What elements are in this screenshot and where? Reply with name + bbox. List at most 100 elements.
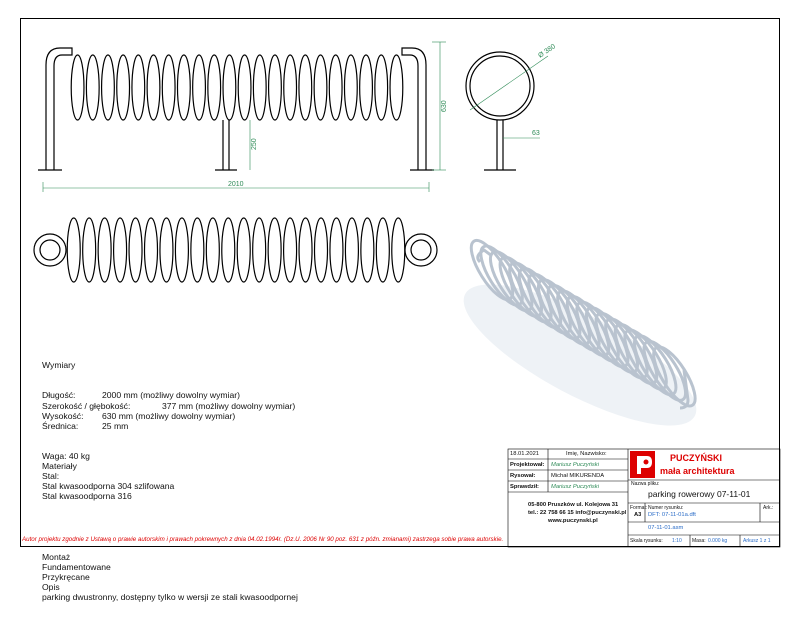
- top-right-ring-inner: [410, 239, 432, 261]
- note-line: Stal kwasoodporna 316: [42, 491, 132, 502]
- name-column-label: Imię, Nazwisko:: [566, 451, 607, 457]
- coil-turn: [236, 217, 251, 283]
- brand-name: PUCZYŃSKI: [670, 453, 723, 463]
- coil-3d: [469, 238, 697, 408]
- description-notes: Wymiary Długość:2000 mm (możliwy dowolny…: [42, 340, 298, 623]
- coil-turn: [66, 217, 81, 283]
- drawing-number-label: Numer rysunku:: [648, 505, 684, 511]
- coil-turn: [313, 217, 329, 283]
- coil-turn: [374, 54, 389, 121]
- coil-turn: [85, 54, 100, 121]
- right-leg: [401, 47, 427, 170]
- coil-turn: [70, 54, 85, 121]
- coil-turn: [82, 217, 97, 283]
- render-3d: [463, 238, 697, 426]
- render-left-end: [476, 248, 493, 264]
- spec-label: Średnica:: [42, 420, 79, 431]
- coil-turn: [391, 217, 406, 283]
- mass-label: Masa:: [692, 538, 706, 544]
- coil-turn: [207, 54, 222, 121]
- side-dimensions: [469, 55, 549, 139]
- coil-turn: [190, 217, 205, 283]
- coil-turn: [222, 54, 237, 121]
- coil-turn: [221, 217, 236, 283]
- diameter-dim: Ø 380: [537, 43, 557, 60]
- note-line: Waga: 40 kg: [42, 451, 90, 462]
- diameter-dim-line: [469, 55, 549, 111]
- note-line: Opis: [42, 582, 60, 593]
- sheet-count: Arkusz 1 z 1: [743, 538, 771, 544]
- coil-turn: [267, 54, 282, 121]
- top-view: [33, 217, 438, 283]
- coil-turn: [343, 54, 358, 121]
- drafter-role: Rysował:: [510, 473, 536, 479]
- technical-drawing: 2010 630 250 Ø 380 63: [33, 41, 781, 548]
- coil-turn: [143, 217, 159, 283]
- address-line-2: tel.: 22 758 66 15 info@puczynski.pl: [528, 510, 627, 516]
- scale-value: 1:10: [672, 538, 682, 544]
- coil-turn: [298, 54, 313, 121]
- offset-dim: 63: [532, 130, 540, 137]
- coil-turn: [100, 54, 115, 121]
- note-line: Montaż: [42, 551, 71, 562]
- scale-label: Skala rysunku:: [630, 538, 663, 544]
- spec-row: Długość:2000 mm (możliwy dowolny wymiar): [42, 390, 298, 400]
- drafter-name: Michał MIKURENDA: [551, 473, 605, 479]
- coil-turn: [97, 217, 112, 283]
- spec-value: 630 mm (możliwy dowolny wymiar): [102, 410, 236, 421]
- sheet-border: [20, 18, 780, 547]
- coil-turn: [328, 54, 343, 121]
- coil-turn: [283, 54, 298, 121]
- checker-name: Mariusz Puczyński: [551, 484, 599, 490]
- coil-turn: [283, 217, 298, 283]
- coil-turn: [252, 54, 267, 121]
- coil-turn: [389, 54, 404, 121]
- post-height-dim: 250: [251, 138, 258, 150]
- sheet-label: Ark.:: [763, 505, 774, 511]
- note-line: Stal kwasoodporna 304 szlifowana: [42, 481, 175, 492]
- drawing-sheet: 2010 630 250 Ø 380 63: [20, 18, 781, 602]
- drawing-number: DFT: 07-11-01a.dft: [648, 512, 696, 518]
- coil-turn: [360, 217, 375, 283]
- side-view: [465, 51, 535, 171]
- coil-turn: [329, 217, 344, 283]
- coil-top: [66, 217, 406, 283]
- brand-tagline: mała architektura: [660, 466, 735, 476]
- coil-turn: [176, 54, 191, 121]
- coil-turn: [298, 217, 313, 283]
- coil-turn: [131, 54, 146, 121]
- checker-role: Sprawdził:: [510, 484, 539, 490]
- coil-turn: [359, 54, 374, 121]
- file-name-label: Nazwa pliku:: [631, 481, 660, 487]
- coil-turn: [344, 217, 360, 283]
- coil-turn: [313, 54, 328, 121]
- coil-turn: [192, 54, 207, 121]
- spec-label: Wysokość:: [42, 410, 84, 421]
- coil-turn: [237, 54, 252, 121]
- file-name: parking rowerowy 07-11-01: [648, 489, 751, 499]
- mass-value: 0.000 kg: [708, 538, 728, 544]
- top-right-ring-outer: [404, 233, 438, 267]
- date: 18.01.2021: [510, 451, 540, 457]
- copyright-notice: Autor projektu zgodnie z Ustawą o prawie…: [22, 536, 504, 543]
- address-line-3: www.puczynski.pl: [548, 518, 598, 524]
- coil-turn: [116, 54, 131, 121]
- dimensions-heading: Wymiary: [42, 360, 76, 371]
- spec-label: Szerokość / głębokość:: [42, 400, 131, 411]
- spec-row: Średnica: 25 mm: [42, 421, 298, 431]
- title-block: [507, 448, 781, 548]
- note-line: Fundamentowane: [42, 561, 111, 572]
- coil-turn: [267, 217, 282, 283]
- coil-turn: [128, 217, 143, 283]
- spec-value: 2000 mm (możliwy dowolny wymiar): [102, 390, 241, 401]
- spec-value: 377 mm (możliwy dowolny wymiar): [162, 400, 296, 411]
- spec-value: 25 mm: [102, 420, 129, 431]
- side-coil-inner: [469, 55, 531, 117]
- top-left-ring-inner: [39, 239, 61, 261]
- coil-turn: [146, 54, 161, 121]
- brand-logo: [630, 451, 655, 478]
- coil-turn: [174, 217, 190, 283]
- format-label: Format:: [630, 505, 648, 511]
- coil-3d-turn: [642, 339, 687, 402]
- side-coil-outer: [465, 51, 535, 121]
